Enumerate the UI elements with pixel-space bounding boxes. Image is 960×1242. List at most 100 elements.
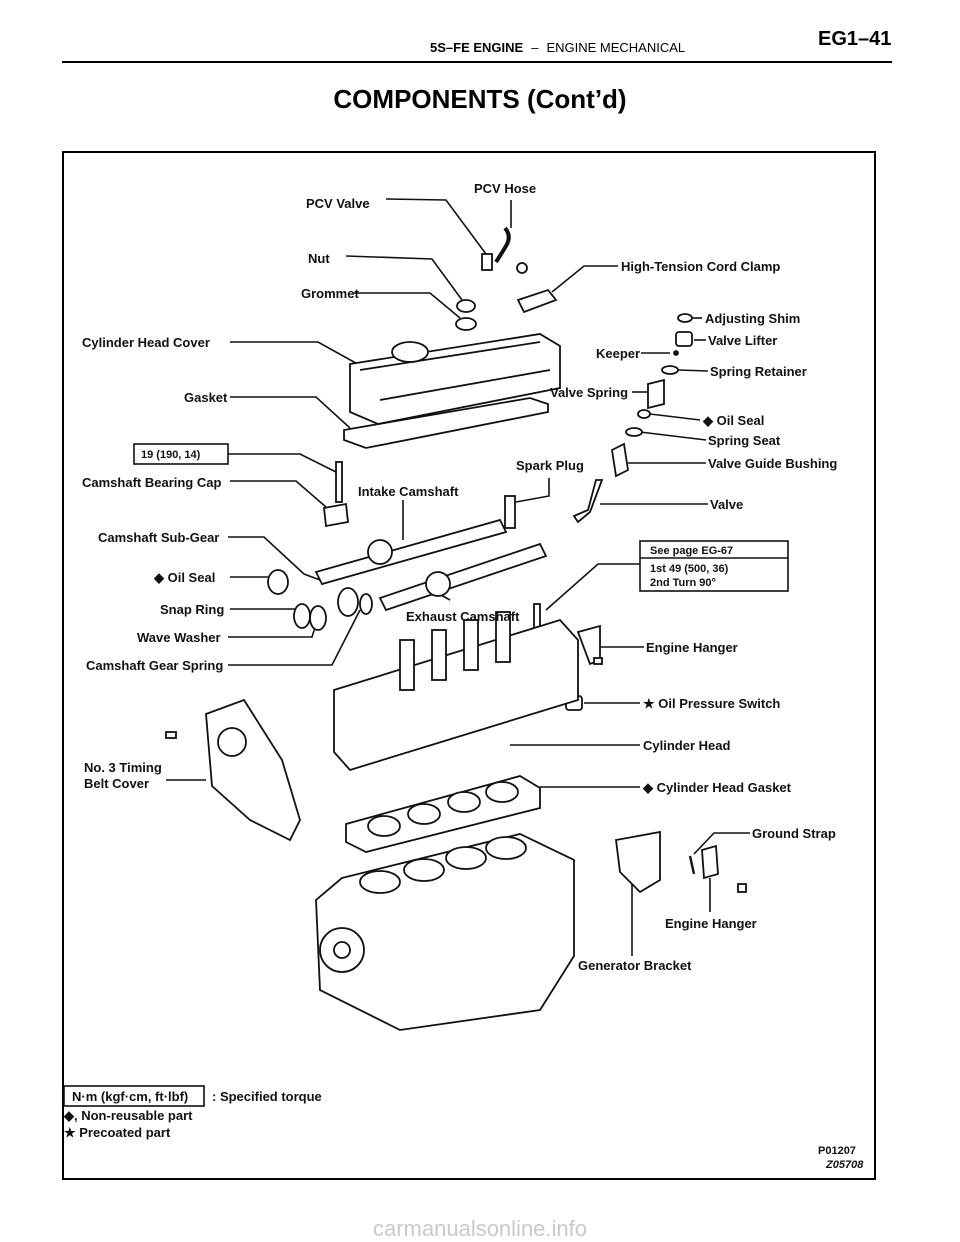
pcv-hose-part [494,226,511,264]
torque-box-19 [133,443,229,465]
see-page-label: See page EG-67 [650,545,733,557]
label-cylinder-head: Cylinder Head [643,738,730,753]
exhaust-camshaft-part [378,542,548,612]
leader-gasket [230,396,351,429]
cover-gasket-part [343,397,549,449]
label-snap-ring: Snap Ring [160,602,224,617]
leader-ground-strap [693,832,750,855]
cap-bolt-part [335,461,343,503]
head-tower-2 [431,629,447,681]
leader-see-page [545,563,640,611]
label-sub-gear: Camshaft Sub-Gear [98,530,219,545]
label-gasket: Gasket [184,390,228,405]
leader-nut [345,255,463,301]
valve-oil-seal-part [637,409,651,419]
hanger-bolt-part [593,657,603,665]
timing-cover-bolt [165,731,177,739]
label-exhaust-camshaft: Exhaust Camshaft [406,609,520,624]
crank-pulley-hub [333,941,351,959]
grommet-seat-part [455,317,477,331]
bearing-cap-part [323,502,349,528]
block-bore-4 [485,836,527,860]
leader-gear-spring [228,609,361,666]
label-timing-cover-1: No. 3 Timing [84,760,162,775]
gasket-bore-3 [447,791,481,813]
block-bore-1 [359,870,401,894]
leader-spring-seat [639,431,707,441]
nut-part [516,262,528,274]
torque-1st-label: 1st 49 (500, 36) [650,563,729,575]
label-grommet: Grommet [301,286,359,301]
page-title: COMPONENTS (Cont’d) [333,84,627,114]
page-code: EG1–41 [818,28,892,50]
diagram-frame [62,151,876,1180]
label-nut: Nut [308,251,330,266]
label-bearing-cap: Camshaft Bearing Cap [82,475,221,490]
label-timing-cover-2: Belt Cover [84,776,149,791]
label-oil-seal-left: ◆ Oil Seal [153,570,215,585]
figure-code-2: Z05708 [825,1159,864,1171]
cord-clamp-part [516,288,558,314]
label-head-gasket: ◆ Cylinder Head Gasket [642,780,792,795]
keeper-part [673,350,679,356]
label-spark-plug: Spark Plug [516,458,584,473]
leader-cord-clamp [551,265,618,293]
ground-strap-part [688,855,696,875]
valve-lifter-part [675,331,693,347]
label-adjusting-shim: Adjusting Shim [705,311,800,326]
oil-filler-cap [391,341,429,363]
intake-camshaft-part [314,518,508,586]
leader-torque-19 [228,453,337,473]
leader-spring-retainer [677,369,709,372]
spark-plug-part [504,495,516,529]
header-section: 5S–FE ENGINE [430,40,524,55]
leader-sub-gear [228,536,321,581]
leader-oil-seal-right [649,413,701,421]
leader-bearing-cap [230,480,327,508]
pcv-valve-part [481,253,493,271]
grommet-part [456,299,476,313]
label-valve-spring: Valve Spring [550,385,628,400]
lower-hanger-bolt-part [737,883,747,893]
spring-retainer-part [661,365,679,375]
gasket-bore-4 [485,781,519,803]
torque-2nd-label: 2nd Turn 90° [650,577,716,589]
label-cord-clamp: High-Tension Cord Clamp [621,259,780,274]
leader-spark-plug [515,478,550,503]
leader-pcv-valve [385,198,487,255]
legend-unit-box [63,1085,205,1107]
valve-part [572,479,604,524]
oil-seal-left-part [267,569,289,595]
label-valve-lifter: Valve Lifter [708,333,777,348]
legend-precoated: ★ Precoated part [64,1125,171,1140]
head-tower-1 [399,639,415,691]
label-generator-bracket: Generator Bracket [578,958,692,973]
header-separator: – [531,40,539,55]
gasket-bore-2 [407,803,441,825]
valve-spring-part [647,378,665,410]
adjusting-shim-part [677,313,693,323]
label-valve: Valve [710,497,743,512]
leader-head-cover [230,341,373,373]
head-tower-4 [495,611,511,663]
spring-seat-part [625,427,643,437]
label-pcv-valve: PCV Valve [306,196,370,211]
label-wave-washer: Wave Washer [137,630,221,645]
label-spring-seat: Spring Seat [708,433,781,448]
legend-unit-label: N·m (kgf·cm, ft·lbf) [72,1089,188,1104]
torque-box-see-page [639,540,789,592]
header-rule [62,61,892,63]
label-ground-strap: Ground Strap [752,826,836,841]
engine-hanger-lower-part [701,844,719,880]
watermark: carmanualsonline.info [372,1216,588,1241]
label-engine-hanger-lower: Engine Hanger [665,916,757,931]
exhaust-gear-part [425,571,451,597]
timing-cover-hole [217,727,247,757]
label-pcv-hose: PCV Hose [474,181,536,196]
label-intake-camshaft: Intake Camshaft [358,484,459,499]
sub-gear-part [337,587,359,617]
label-valve-guide: Valve Guide Bushing [708,456,837,471]
label-oil-pressure-switch: ★ Oil Pressure Switch [643,696,780,711]
label-head-cover: Cylinder Head Cover [82,335,210,350]
label-gear-spring: Camshaft Gear Spring [86,658,223,673]
